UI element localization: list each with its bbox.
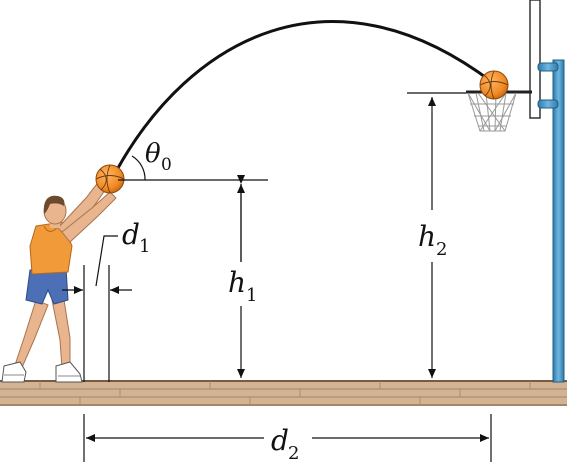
trajectory-path [116, 20, 493, 169]
d1-subscript: 1 [139, 236, 150, 257]
floor [0, 380, 567, 406]
d1-label: d [122, 218, 140, 251]
h2-label: h [418, 220, 436, 253]
theta-label: θ [145, 139, 161, 169]
h1-subscript: 1 [246, 285, 257, 306]
d2-subscript: 2 [288, 443, 299, 464]
d1-dimension: d 1 [62, 218, 150, 382]
h2-subscript: 2 [436, 239, 447, 260]
basketball-hoop-figure [466, 0, 565, 383]
h2-dimension: h 2 [407, 92, 466, 378]
basketball-icon [95, 164, 125, 194]
launch-angle: θ 0 [118, 139, 268, 181]
basketball-icon [479, 70, 509, 100]
hoop-net [467, 92, 517, 132]
d2-label: d [271, 424, 289, 457]
basketball-player-figure [1, 179, 117, 383]
h1-label: h [228, 266, 246, 299]
theta-subscript: 0 [161, 155, 172, 175]
h1-dimension: h 1 [228, 175, 257, 378]
d2-dimension: d 2 [83, 414, 492, 464]
